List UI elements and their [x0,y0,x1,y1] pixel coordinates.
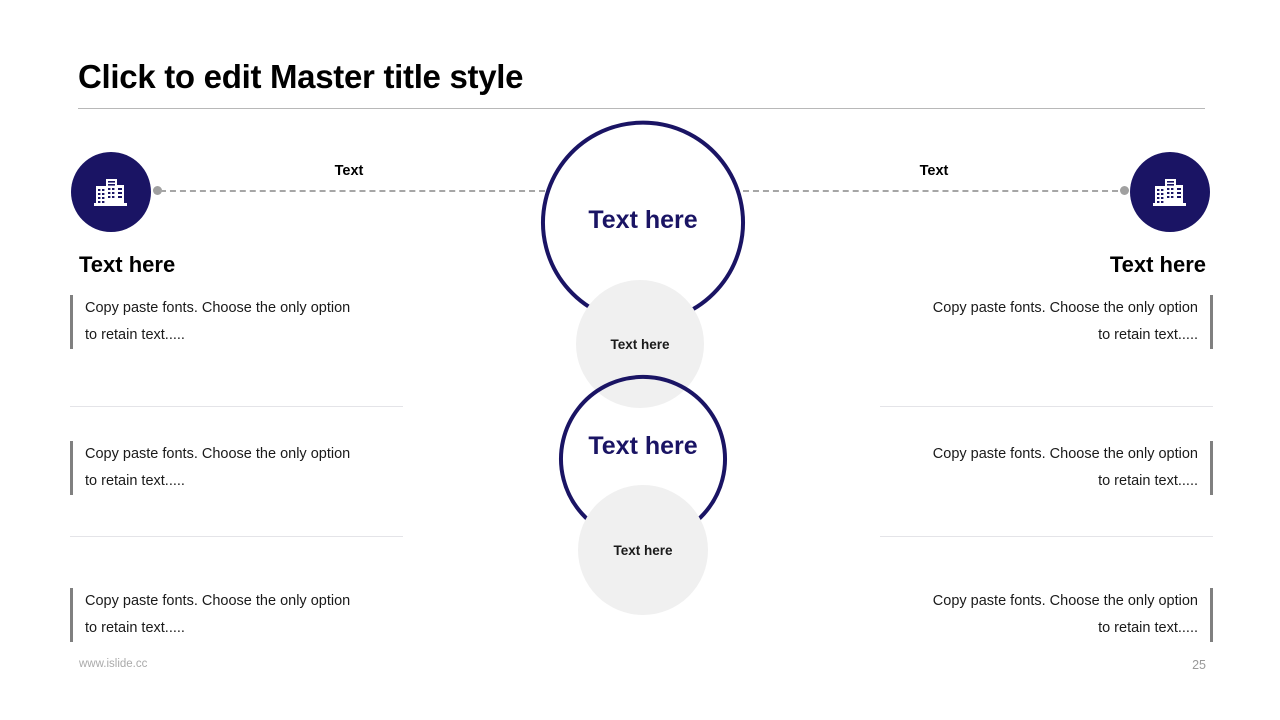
right-icon-circle[interactable] [1130,152,1210,232]
right-text-block-3[interactable]: Copy paste fonts. Choose the only option… [865,588,1213,642]
left-icon-circle[interactable] [71,152,151,232]
left-divider-2 [70,536,403,537]
left-connector-label[interactable]: Text [334,163,364,179]
left-text-block-3[interactable]: Copy paste fonts. Choose the only option… [70,588,418,642]
right-text-block-1-line2: to retain text..... [1098,327,1198,343]
right-text-block-2-line2: to retain text..... [1098,473,1198,489]
left-connector-dot [153,186,162,195]
right-text-block-1-line1: Copy paste fonts. Choose the only option [932,300,1198,316]
left-text-block-2-line1: Copy paste fonts. Choose the only option [85,446,351,462]
left-text-block-2[interactable]: Copy paste fonts. Choose the only option… [70,441,418,495]
left-text-block-1[interactable]: Copy paste fonts. Choose the only option… [70,295,418,349]
left-text-block-2-line2: to retain text..... [85,473,185,489]
left-text-block-3-line2: to retain text..... [85,620,185,636]
left-column-heading[interactable]: Text here [79,252,176,277]
left-text-block-1-line1: Copy paste fonts. Choose the only option [85,300,351,316]
right-divider-1 [880,406,1213,407]
right-connector-label[interactable]: Text [919,163,949,179]
center-gray-circle-1-label: Text here [610,336,670,352]
left-connector-line [160,190,545,194]
title-divider [78,108,1205,109]
building-icon [1150,172,1190,212]
right-text-block-3-line2: to retain text..... [1098,620,1198,636]
building-icon [91,172,131,212]
page-number: 25 [1192,658,1206,672]
right-text-block-2[interactable]: Copy paste fonts. Choose the only option… [865,441,1213,495]
right-text-block-1[interactable]: Copy paste fonts. Choose the only option… [865,295,1213,349]
right-text-block-2-line1: Copy paste fonts. Choose the only option [932,446,1198,462]
right-column-heading[interactable]: Text here [1109,252,1206,277]
left-text-block-3-line1: Copy paste fonts. Choose the only option [85,593,351,609]
left-text-block-1-line2: to retain text..... [85,327,185,343]
watermark-label: www.islide.cc [79,658,148,670]
center-gray-circle-2-label: Text here [613,542,673,558]
right-connector-line [743,190,1128,194]
right-divider-2 [880,536,1213,537]
left-divider-1 [70,406,403,407]
right-connector-dot [1120,186,1129,195]
right-text-block-3-line1: Copy paste fonts. Choose the only option [932,593,1198,609]
page-title[interactable]: Click to edit Master title style [78,58,524,95]
center-gray-circle-2[interactable]: Text here [578,485,708,615]
